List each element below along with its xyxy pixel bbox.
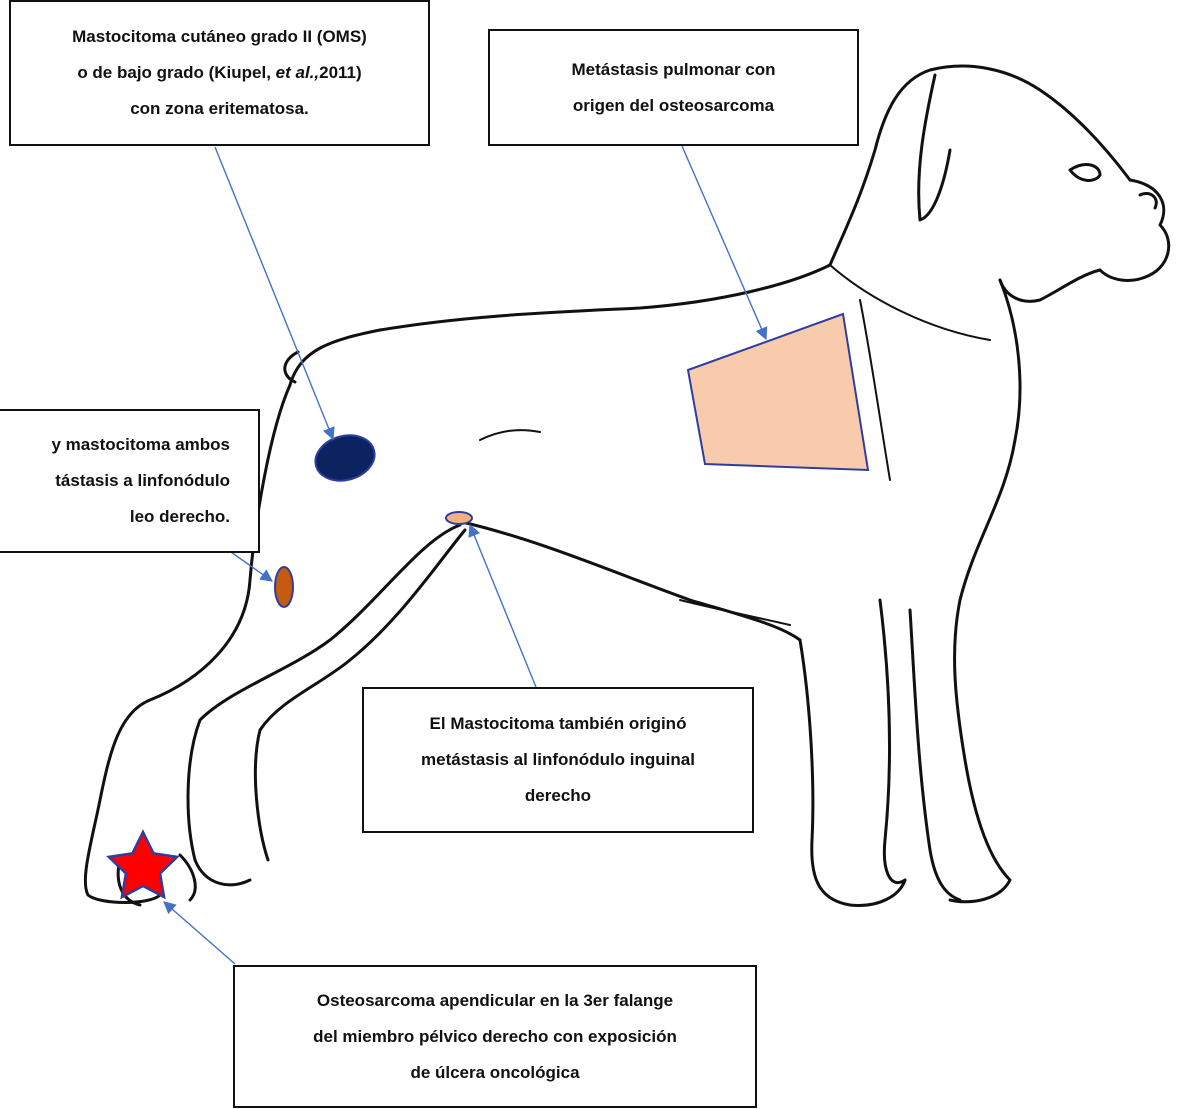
- dog-muzzle: [1100, 180, 1169, 280]
- callout-inguinal-metastasis-line3: derecho: [525, 778, 591, 814]
- lung-metastasis-area: [688, 314, 868, 470]
- dog-nose: [1140, 193, 1156, 208]
- callout-inguinal-metastasis: El Mastocitoma también originó metástasi…: [362, 687, 754, 833]
- inguinal-node-marker: [446, 512, 472, 524]
- callout-osteosarcoma-line3: de úlcera oncológica: [410, 1055, 579, 1091]
- callout-mast-cell-tumor-line2-post: 2011): [319, 63, 362, 82]
- callout-inguinal-metastasis-line2: metástasis al linfonódulo inguinal: [421, 742, 695, 778]
- callout-popliteal-metastasis-line3: leo derecho.: [130, 499, 230, 535]
- callout-popliteal-metastasis: y mastocitoma ambos tástasis a linfonódu…: [0, 409, 260, 553]
- callout-arrows: [150, 146, 766, 964]
- dog-neck-front: [960, 280, 1020, 600]
- callout-osteosarcoma: Osteosarcoma apendicular en la 3er falan…: [233, 965, 757, 1108]
- dog-ear: [919, 75, 950, 220]
- callout-lung-metastasis: Metástasis pulmonar con origen del osteo…: [488, 29, 859, 146]
- callout-osteosarcoma-line2: del miembro pélvico derecho con exposici…: [313, 1019, 677, 1055]
- dog-front-leg-mid: [880, 600, 905, 883]
- arrow-lung-metastasis: [682, 146, 766, 339]
- callout-lung-metastasis-line1: Metástasis pulmonar con: [571, 52, 775, 88]
- dog-collar: [830, 265, 990, 340]
- arrow-osteosarcoma: [164, 902, 235, 964]
- arrow-inguinal-node: [470, 525, 536, 687]
- dog-front-leg-inner: [910, 610, 960, 900]
- callout-mast-cell-tumor-line1: Mastocitoma cutáneo grado II (OMS): [72, 19, 367, 55]
- dog-belly: [462, 522, 800, 640]
- callout-mast-cell-tumor-line2-pre: o de bajo grado (Kiupel,: [77, 63, 275, 82]
- arrow-mast-cell-tumor: [215, 147, 333, 439]
- callout-mast-cell-tumor-line3: con zona eritematosa.: [130, 91, 309, 127]
- dog-chest: [950, 600, 1010, 902]
- dog-ground-line: [680, 600, 790, 625]
- callout-mast-cell-tumor-line2-italic: et al.,: [276, 63, 319, 82]
- callout-popliteal-metastasis-line1: y mastocitoma ambos: [51, 427, 230, 463]
- callout-inguinal-metastasis-line1: El Mastocitoma también originó: [430, 706, 687, 742]
- dog-jaw: [1000, 270, 1100, 301]
- dog-eye: [1070, 165, 1100, 181]
- popliteal-node-marker: [275, 567, 293, 607]
- callout-osteosarcoma-line1: Osteosarcoma apendicular en la 3er falan…: [317, 983, 673, 1019]
- callout-lung-metastasis-line2: origen del osteosarcoma: [573, 88, 774, 124]
- callout-mast-cell-tumor: Mastocitoma cutáneo grado II (OMS) o de …: [9, 0, 430, 146]
- callout-popliteal-metastasis-line2: tástasis a linfonódulo: [55, 463, 230, 499]
- dog-flank-fold: [480, 430, 540, 440]
- callout-mast-cell-tumor-line2: o de bajo grado (Kiupel, et al.,2011): [77, 55, 361, 91]
- skin-tumor-marker: [310, 429, 379, 487]
